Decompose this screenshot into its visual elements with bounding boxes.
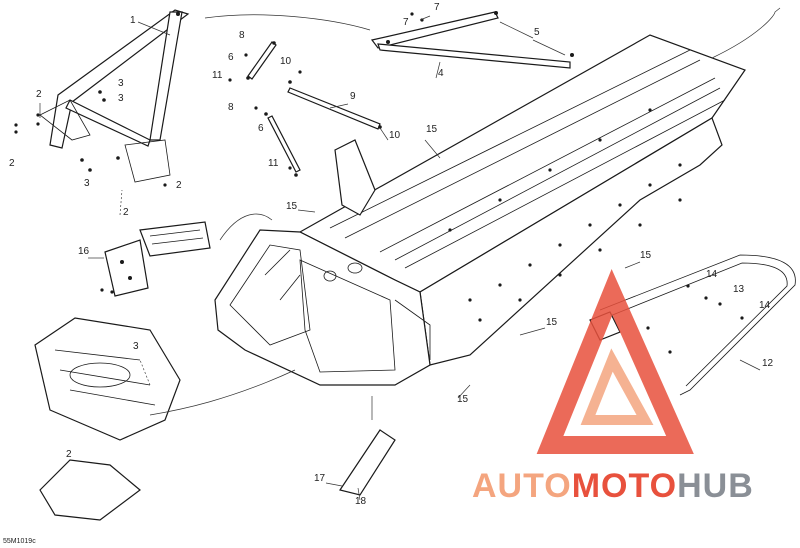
callout-11: 11 [268,158,279,169]
callout-5: 5 [534,27,540,38]
callout-15: 15 [286,201,298,212]
figure-code: 55M1019c [3,538,36,545]
callout-8: 8 [228,102,234,113]
callout-3: 3 [133,341,139,352]
callout-16: 16 [78,246,90,257]
callout-2: 2 [9,158,15,169]
watermark-text: AUTOMOTOHUB [472,467,754,506]
callout-4: 4 [438,68,444,79]
callout-10: 10 [389,130,401,141]
callout-8: 8 [239,30,245,41]
side-plate [339,429,396,496]
callout-9: 9 [350,91,356,102]
watermark-auto: AUTO [472,467,572,505]
callout-18: 18 [355,496,367,507]
callout-15: 15 [546,317,558,328]
callout-13: 13 [733,284,745,295]
callout-2: 2 [36,89,42,100]
callout-14: 14 [759,300,771,311]
callout-15: 15 [457,394,469,405]
upper-v-brace [370,11,574,69]
callout-12: 12 [762,358,774,369]
front-tube-frame [14,9,190,187]
callout-14: 14 [706,269,718,280]
watermark-hub: HUB [677,467,754,505]
callout-7: 7 [403,17,409,28]
callout-3: 3 [118,78,124,89]
callout-6: 6 [228,52,234,63]
lower-bracket [39,459,141,521]
callout-15: 15 [640,250,652,261]
callout-1: 1 [130,15,136,26]
callout-3: 3 [84,178,90,189]
watermark-moto: MOTO [571,467,678,505]
callout-2: 2 [66,449,72,460]
callout-2: 2 [176,180,182,191]
watermark-logo [536,268,694,454]
callout-3: 3 [118,93,124,104]
tunnel-assembly [214,34,746,386]
center-bracket [334,139,376,216]
strut-rods [228,41,382,177]
callout-2: 2 [123,207,129,218]
callout-11: 11 [212,70,223,81]
lower-grid-panel [34,317,181,441]
tunnel-holes [448,108,682,322]
callout-15: 15 [426,124,438,135]
callout-17: 17 [314,473,326,484]
callout-6: 6 [258,123,264,134]
callout-10: 10 [280,56,292,67]
foot-bracket [100,221,211,297]
callout-7: 7 [434,2,440,13]
